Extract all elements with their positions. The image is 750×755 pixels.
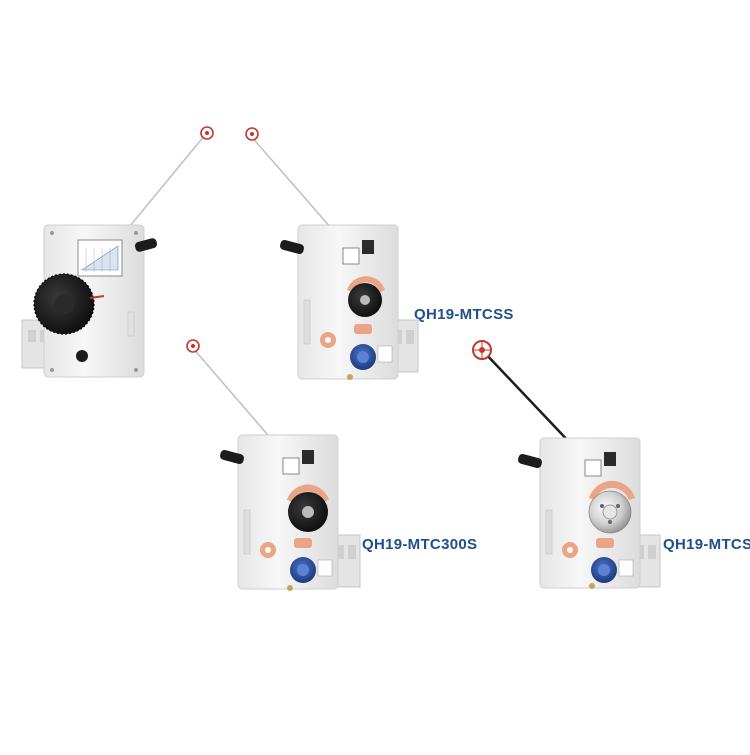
pulley-icon <box>472 340 492 360</box>
tension-knob-icon <box>350 344 376 370</box>
tension-knob-icon <box>290 557 316 583</box>
handle-icon <box>134 238 158 252</box>
product-label-mtcss: QH19-MTCSS <box>414 306 514 323</box>
tension-knob-icon <box>33 273 105 335</box>
product-label-mtcs: QH19-MTCS <box>663 536 750 553</box>
tension-knob-icon <box>591 557 617 583</box>
pulley-icon <box>200 126 214 140</box>
handle-icon <box>280 239 304 255</box>
handle-icon <box>518 453 542 469</box>
handle-icon <box>220 449 244 465</box>
product-label-mtc300s: QH19-MTC300S <box>362 536 478 553</box>
pulley-icon <box>245 127 259 141</box>
tensioner-unit-mtc300s <box>186 339 361 591</box>
tensioner-unit-mtcs <box>472 340 661 589</box>
pulley-icon <box>186 339 200 353</box>
tensioner-unit-1 <box>21 126 214 378</box>
tensioner-unit-mtcss <box>245 127 419 380</box>
